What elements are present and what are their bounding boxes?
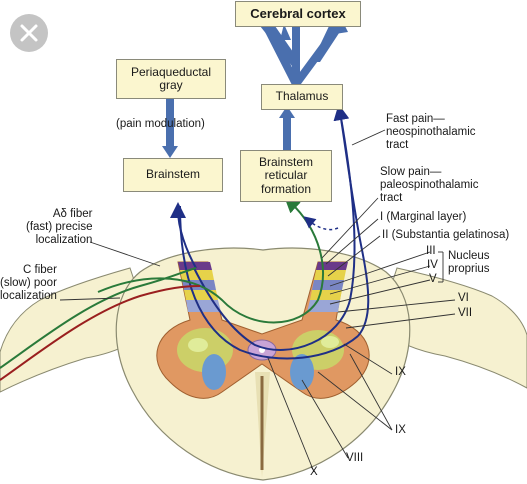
brainstem-reticular-formation-box: Brainstem reticular formation [240, 150, 332, 202]
cerebral-cortex-box: Cerebral cortex [235, 1, 361, 27]
lamina-ix-upper-label: IX [395, 366, 406, 378]
nucleus-proprius-label: Nucleus proprius [448, 250, 490, 275]
a-delta-fiber-label: Aδ fiber (fast) precise localization [26, 208, 93, 246]
thalamus-box: Thalamus [261, 84, 343, 110]
slow-pain-label: Slow pain— paleospinothalamic tract [380, 166, 479, 204]
lamina-iii-label: III [426, 245, 436, 257]
periaqueductal-gray-box: Periaqueductal gray [116, 59, 226, 99]
brainstem-box: Brainstem [123, 158, 223, 192]
fast-pain-label: Fast pain— neospinothalamic tract [386, 113, 476, 151]
c-fiber-label: C fiber (slow) poor localization [0, 264, 57, 302]
close-icon [20, 24, 38, 42]
pain-modulation-label: (pain modulation) [116, 118, 205, 130]
lamina-vi-label: VI [458, 292, 469, 304]
lamina-iv-label: IV [427, 259, 438, 271]
lamina-ix-lower-label: IX [395, 424, 406, 436]
lamina-vii-label: VII [458, 307, 473, 319]
lamina-ii-label: II (Substantia gelatinosa) [382, 229, 510, 241]
lamina-i-label: I (Marginal layer) [380, 211, 467, 223]
close-button[interactable] [10, 14, 48, 52]
lamina-v-label: V [429, 273, 437, 285]
lamina-viii-label: VIII [346, 452, 364, 464]
lamina-x-label: X [310, 466, 318, 478]
